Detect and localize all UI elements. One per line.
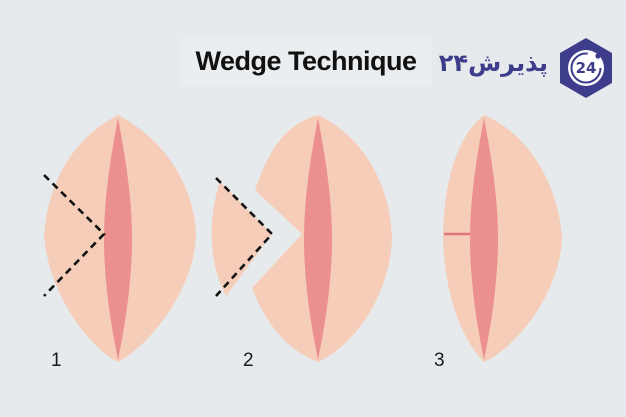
figure-3 bbox=[443, 115, 562, 362]
figure-1-inner-shape bbox=[104, 118, 132, 360]
figure-2-excised-wedge bbox=[211, 182, 272, 296]
brand-badge-icon: 24 bbox=[554, 36, 618, 100]
hexagon-badge-icon bbox=[560, 38, 612, 98]
step-label-3: 3 bbox=[434, 350, 445, 371]
figure-2-wedge-outline bbox=[215, 177, 274, 297]
figure-2-inner-shape bbox=[304, 118, 332, 360]
figure-2 bbox=[211, 115, 392, 362]
figure-3-outer-shape bbox=[443, 115, 562, 362]
step-label-1: 1 bbox=[51, 350, 62, 371]
title-band bbox=[180, 38, 432, 86]
figure-1-wedge-incision bbox=[43, 174, 106, 297]
brand-logo[interactable]: پذیرش۲۴ 24 bbox=[439, 36, 618, 100]
figure-1 bbox=[43, 115, 196, 362]
step-label-2: 2 bbox=[243, 350, 254, 371]
diagram-title: Wedge Technique bbox=[195, 46, 417, 76]
badge-number: 24 bbox=[575, 59, 597, 77]
figure-3-inner-shape bbox=[470, 118, 498, 360]
brand-logo-text: پذیرش۲۴ bbox=[438, 49, 548, 77]
